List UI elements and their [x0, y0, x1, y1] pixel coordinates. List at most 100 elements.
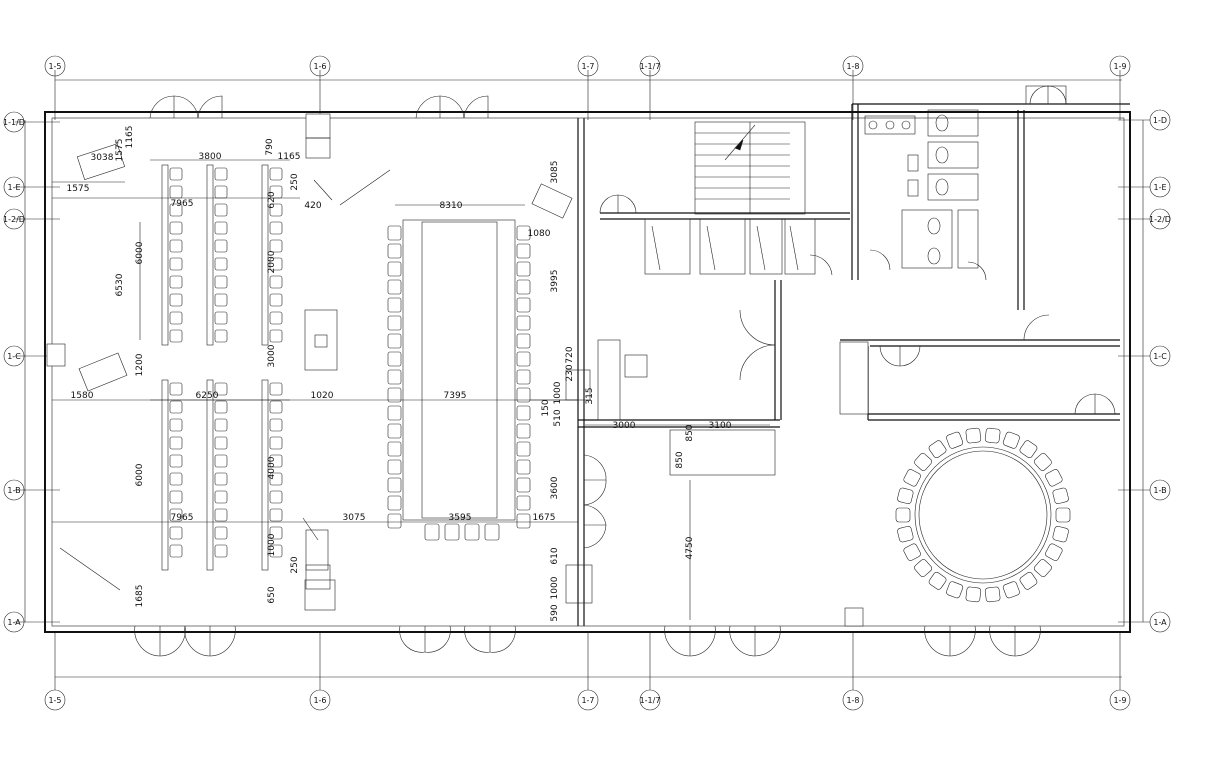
chair	[214, 436, 228, 450]
axis-label: 1-A	[7, 618, 21, 627]
axis-label: 1-2/D	[1149, 215, 1171, 224]
chair	[484, 523, 500, 541]
dimension-label: 1580	[71, 391, 94, 401]
chair	[387, 279, 402, 295]
chair	[169, 329, 183, 343]
dimension-label: 6250	[196, 391, 219, 401]
dimension-labels: 1165 3038 1575 1575 3800 790 1165 250 79…	[67, 126, 732, 622]
chair	[387, 405, 402, 421]
bottom-doors	[134, 625, 1041, 657]
dimension-label: 650	[267, 586, 277, 603]
dimension-label: 1200	[135, 353, 145, 376]
chair	[1045, 469, 1063, 487]
dimension-label: 1575	[115, 139, 125, 162]
dimension-label: 790	[265, 138, 275, 155]
chair	[387, 225, 402, 241]
chair	[387, 477, 402, 493]
axis-label: 1-6	[313, 696, 326, 705]
dimension-label: 250	[290, 173, 300, 190]
dimension-label: 3038	[91, 153, 114, 163]
axis-label: 1-7	[581, 696, 594, 705]
conference-chairs	[387, 225, 531, 541]
chair	[387, 333, 402, 349]
chair	[903, 543, 921, 561]
axis-label: 1-B	[1153, 486, 1166, 495]
chair	[169, 508, 183, 522]
chair	[214, 508, 228, 522]
classroom-desks	[161, 164, 283, 571]
chair	[169, 185, 183, 199]
axis-label: 1-C	[7, 352, 21, 361]
chair	[946, 581, 964, 599]
dimension-label: 3800	[199, 152, 222, 162]
dimension-label: 1165	[278, 152, 301, 162]
stair	[694, 121, 806, 215]
axis-label: 1-8	[846, 696, 859, 705]
axis-label: 1-E	[7, 183, 20, 192]
chair	[1033, 559, 1052, 577]
axis-bubbles-bottom: 1-5 1-6 1-7 1-1/7 1-8 1-9	[44, 689, 1131, 711]
axis-label: 1-D	[1153, 116, 1167, 125]
dimension-label: 150	[541, 399, 551, 416]
dimension-label: 1685	[135, 585, 145, 608]
chair	[516, 495, 531, 511]
dimension-label: 7395	[444, 391, 467, 401]
chair	[516, 297, 531, 313]
chair	[387, 261, 402, 277]
round-table-chairs	[895, 427, 1071, 603]
chair	[516, 405, 531, 421]
dimension-label: 3100	[709, 421, 732, 431]
chair	[516, 279, 531, 295]
chair	[1019, 440, 1038, 459]
chair	[214, 203, 228, 217]
chair	[387, 423, 402, 439]
dimension-label: 6000	[135, 241, 145, 264]
chair	[169, 436, 183, 450]
chair	[269, 454, 283, 468]
interior-walls	[577, 103, 1130, 626]
chair	[269, 508, 283, 522]
chair	[214, 454, 228, 468]
axis-label: 1-2/D	[3, 215, 25, 224]
chair	[214, 275, 228, 289]
center-fixtures	[304, 183, 776, 611]
axis-label: 1-E	[1153, 183, 1166, 192]
dimension-label: 6530	[115, 273, 125, 296]
dimension-label: 3000	[613, 421, 636, 431]
chair	[914, 453, 933, 471]
dimension-label: 3600	[550, 476, 560, 499]
chair	[269, 490, 283, 504]
conference-table	[402, 219, 516, 521]
chair	[214, 400, 228, 414]
chair	[946, 431, 964, 449]
elevators	[644, 218, 816, 275]
chair	[214, 293, 228, 307]
chair	[444, 523, 460, 541]
chair	[897, 526, 914, 543]
chair	[516, 387, 531, 403]
chair	[516, 423, 531, 439]
dimension-label: 3995	[550, 270, 560, 293]
chair	[387, 297, 402, 313]
chair	[169, 454, 183, 468]
dimension-label: 3595	[449, 513, 472, 523]
round-table	[914, 446, 1052, 584]
chair	[387, 387, 402, 403]
chair	[269, 472, 283, 486]
side-doors	[302, 179, 1116, 549]
chair	[214, 185, 228, 199]
chair	[387, 369, 402, 385]
chair	[269, 221, 283, 235]
dimension-label: 1080	[528, 229, 551, 239]
chair	[269, 239, 283, 253]
chair	[169, 311, 183, 325]
dimension-label: 590	[550, 604, 560, 621]
chair	[387, 315, 402, 331]
left-room-fixtures	[52, 137, 578, 591]
chair	[269, 257, 283, 271]
chair	[516, 243, 531, 259]
axis-label: 1-1/7	[640, 696, 661, 705]
dimension-label: 8310	[440, 201, 463, 211]
axis-bubbles-left: 1-1/D 1-E 1-2/D 1-C 1-B 1-A	[3, 111, 25, 633]
dimension-label: 230	[565, 364, 575, 381]
